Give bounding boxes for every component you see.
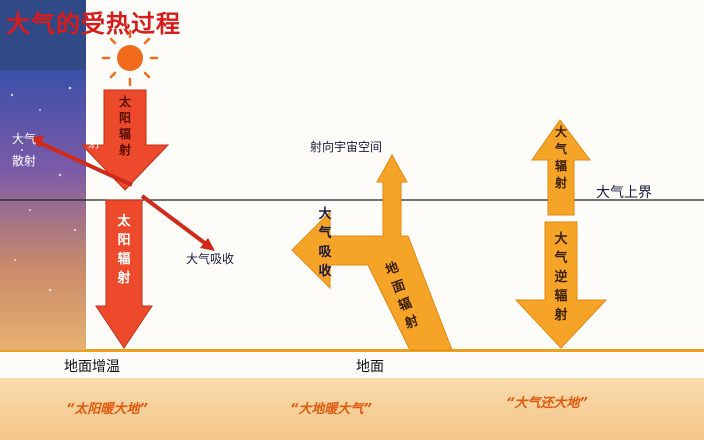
solar-radiation-label: 太阳辐射 xyxy=(118,95,131,157)
solar-radiation-lower-label: 太阳辐射 xyxy=(117,214,131,286)
solar-radiation-arrow xyxy=(80,89,170,191)
scattering-label: 散射 xyxy=(12,154,37,168)
ground-surface-line xyxy=(0,349,704,352)
caption-right: “大气还大地” xyxy=(506,396,588,411)
solar-radiation-lower-arrow xyxy=(95,199,153,349)
page-title: 大气的受热过程 xyxy=(6,9,181,38)
atmosphere-radiation-label: 大气辐射 xyxy=(554,125,567,190)
reflection-arrowhead xyxy=(30,135,44,148)
caption-left: “太阳暖大地” xyxy=(66,402,148,417)
sun-icon xyxy=(101,29,159,87)
caption-middle: “大地暖大气” xyxy=(290,402,372,417)
absorption-arrowhead xyxy=(200,238,215,251)
absorption-arrow xyxy=(140,194,208,246)
reflection-arrow xyxy=(37,140,133,187)
reflection-label-tail: 射 xyxy=(88,136,101,150)
atmosphere-counter-radiation-label: 大气逆辐射 xyxy=(554,232,568,323)
ground-radiation-arrow xyxy=(291,153,453,351)
ground-label: 地面 xyxy=(356,359,384,375)
atmosphere-radiation-arrow xyxy=(531,119,591,216)
atmosphere-counter-radiation-arrow xyxy=(514,221,608,349)
atmosphere-absorption-left-label: 大气吸收 xyxy=(186,252,235,266)
space-emission-label: 射向宇宙空间 xyxy=(310,140,383,154)
ground-warming-label: 地面增温 xyxy=(64,359,120,375)
atmosphere-absorption-middle-label: 大气吸收 xyxy=(318,207,332,279)
space-stars xyxy=(10,86,77,292)
ground-band xyxy=(0,378,704,440)
title-image-strip xyxy=(0,0,86,70)
space-image xyxy=(0,70,86,350)
atmosphere-top-label: 大气上界 xyxy=(596,185,652,201)
reflection-label: 大气 xyxy=(12,132,37,146)
